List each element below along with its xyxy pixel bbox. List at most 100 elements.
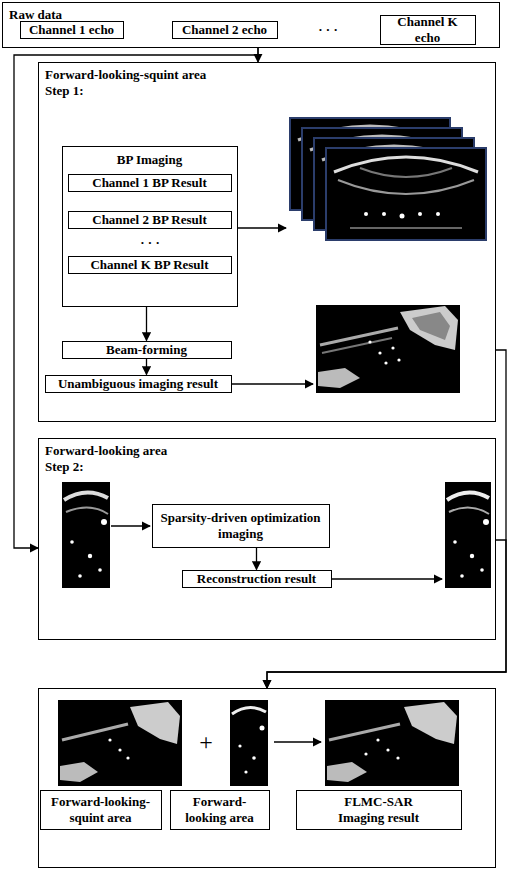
box-label: Beam-forming: [106, 342, 187, 358]
process-box: Reconstruction result: [182, 570, 332, 588]
bp-image-stack: [290, 118, 486, 240]
unambiguous-image: [397, 358, 400, 361]
reconstruction-image: [480, 568, 484, 572]
squint-area-image: [118, 748, 121, 751]
bp-image-stack: [326, 148, 486, 240]
heading-text: Forward-looking area: [45, 443, 489, 459]
bp-image-stack: [418, 212, 422, 216]
reconstruction-image: [470, 554, 474, 558]
box-label: Sparsity-driven optimization imaging: [157, 510, 325, 541]
unambiguous-image: [384, 361, 387, 364]
reconstruction-image: [460, 574, 464, 578]
bp-image-stack: [338, 180, 474, 194]
box-label: Reconstruction result: [197, 571, 316, 587]
fused-result-image: [396, 756, 399, 759]
forward-looking-raw-image: [70, 540, 74, 544]
process-box: Channel K BP Result: [68, 256, 232, 274]
group-box: BP ImagingChannel 1 BP ResultChannel 2 B…: [62, 146, 238, 307]
heading-text: Step 1:: [45, 83, 489, 99]
reconstruction-image: [445, 482, 491, 588]
process-box: Channel 2 echo: [172, 21, 278, 39]
unambiguous-image: [391, 346, 394, 349]
box-label: Forward-looking-squint area: [45, 794, 157, 825]
box-label: Forward-looking area: [175, 794, 265, 825]
process-box: Beam-forming: [62, 341, 232, 359]
ellipsis: · · ·: [140, 235, 160, 251]
fused-result-image: [329, 724, 400, 740]
flow-arrow: [332, 578, 442, 579]
squint-area-image: [130, 702, 180, 744]
bp-image-stack: [350, 227, 462, 229]
heading-text: BP Imaging: [67, 152, 233, 168]
fused-result-image: [376, 738, 379, 741]
process-box: Channel 1 BP Result: [68, 174, 232, 192]
flow-arrow: [238, 227, 286, 228]
forward-looking-raw-image: [66, 507, 108, 514]
forward-looking-raw-image: [98, 568, 102, 572]
box-label: Unambiguous imaging result: [58, 376, 218, 392]
process-box: Channel 1 echo: [20, 21, 124, 39]
fused-result-image: [364, 752, 367, 755]
forward-looking-raw-image: [101, 519, 107, 525]
forward-area-image: [260, 726, 265, 731]
connector-arrow: [256, 548, 257, 570]
caption-box: Forward-looking-squint area: [40, 790, 162, 830]
reconstruction-image: [483, 519, 489, 525]
box-label: Channel 1 BP Result: [92, 175, 207, 191]
box-label: Channel K BP Result: [90, 257, 208, 273]
flow-arrow: [111, 228, 442, 742]
squint-area-image: [60, 762, 98, 782]
unambiguous-image: [318, 368, 360, 388]
forward-area-image: [252, 756, 256, 760]
process-box: Sparsity-driven optimization imaging: [152, 504, 330, 548]
plus-sign: +: [199, 729, 213, 756]
forward-looking-raw-image: [64, 492, 108, 500]
forward-looking-raw-image: [78, 574, 82, 578]
squint-area-image: [62, 724, 128, 740]
connector-arrow: [146, 307, 147, 341]
step-panel: Forward-looking-squint areaStep 1: BP Ima…: [38, 62, 496, 422]
process-box: Channel K echo: [380, 15, 476, 45]
unambiguous-image: [316, 305, 460, 393]
forward-looking-raw-image: [62, 482, 110, 588]
squint-area-image: [58, 700, 182, 786]
forward-area-image: [232, 707, 266, 714]
bp-image-stack: [436, 212, 440, 216]
box-label: Channel 2 echo: [182, 22, 267, 38]
input-panel: Raw dataChannel 1 echoChannel 2 echoChan…: [2, 2, 500, 48]
step-panel: Forward-looking areaStep 2: Sparsity-driv…: [38, 438, 496, 640]
unambiguous-image: [368, 340, 371, 343]
bp-image-stack: [360, 168, 452, 177]
reconstruction-image: [445, 482, 491, 588]
flow-arrow: [232, 383, 313, 384]
bp-image-stack: [364, 212, 368, 216]
fused-result-image: [386, 748, 389, 751]
unambiguous-image: [322, 338, 392, 353]
box-label: FLMC-SAR Imaging result: [323, 794, 435, 825]
fused-result-image: [327, 762, 367, 782]
bp-image-stack: [382, 212, 386, 216]
flow-arrow: [111, 525, 150, 526]
caption-box: Forward-looking area: [170, 790, 270, 830]
squint-area-image: [108, 738, 111, 741]
unambiguous-image: [400, 306, 458, 350]
forward-looking-raw-image: [62, 482, 110, 588]
connector-arrow: [267, 540, 506, 688]
forward-area-image: [230, 700, 268, 786]
process-box: Unambiguous imaging result: [45, 375, 232, 393]
bp-image-stack: [400, 214, 405, 219]
heading-text: Step 2:: [45, 459, 489, 475]
box-label: Channel 2 BP Result: [92, 212, 207, 228]
unambiguous-image: [320, 328, 398, 345]
ellipsis: · · ·: [318, 22, 338, 38]
box-label: Channel 1 echo: [29, 22, 114, 38]
box-label: Channel K echo: [385, 14, 471, 45]
result-panel: Forward-looking-squint area Forward-looki…: [38, 688, 496, 868]
forward-area-image: [244, 770, 247, 773]
unambiguous-image: [412, 312, 450, 340]
forward-looking-raw-image: [88, 554, 92, 558]
heading-text: Forward-looking-squint area: [45, 67, 489, 83]
